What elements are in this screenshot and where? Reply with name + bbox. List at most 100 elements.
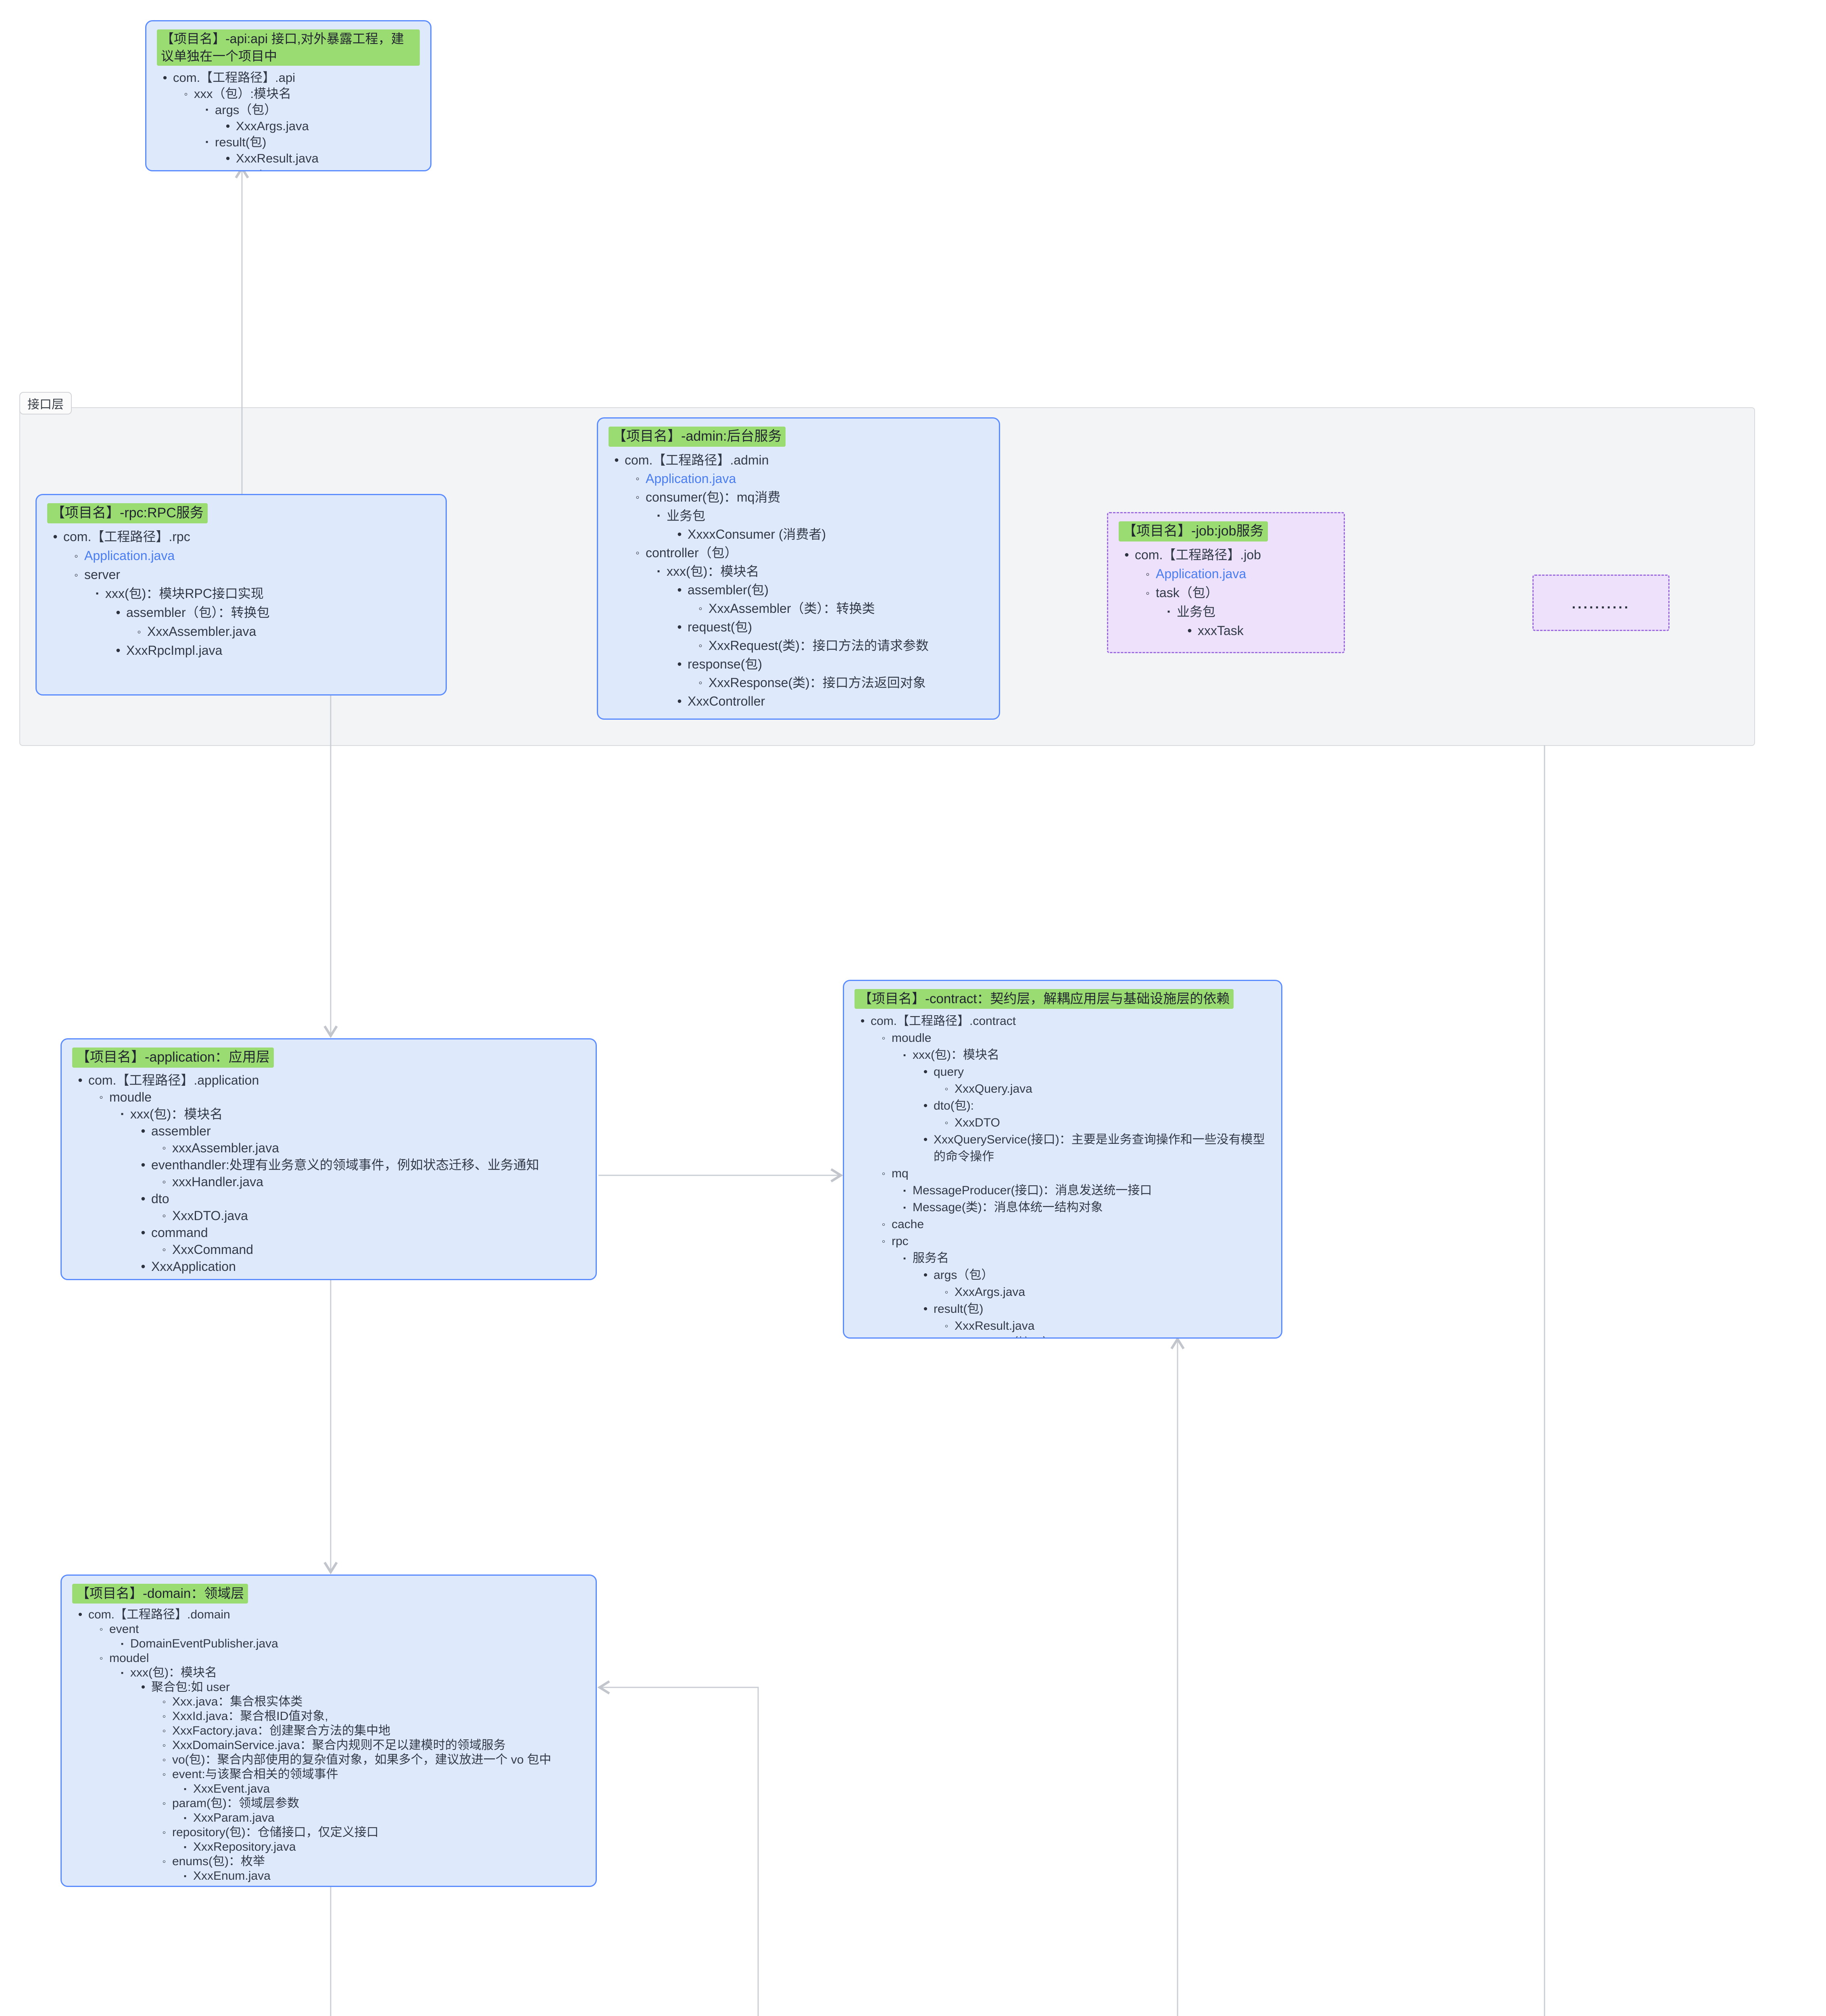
bullet-icon: ◦ (99, 1652, 103, 1664)
bullet-icon: ◦ (698, 602, 702, 614)
tree-item-label: moudle (109, 1089, 152, 1104)
tree-item-label: moudle (892, 1031, 932, 1045)
tree-item-label: dto (151, 1191, 169, 1206)
tree-item-label: moudel (109, 1651, 149, 1665)
tree-item-label: XxxArgs.java (236, 119, 309, 133)
box-application: 【项目名】-application：应用层 •com.【工程路径】.applic… (60, 1038, 597, 1280)
tree-item-label: XxxId.java：聚合根ID值对象, (172, 1709, 328, 1723)
tree-item-label: request(包) (688, 619, 752, 634)
tree-item: •dto(包): (855, 1098, 1271, 1114)
tree-item-label: com.【工程路径】.api (173, 71, 296, 85)
tree-item-label: vo(包)：聚合内部使用的复杂值对象，如果多个，建议放进一个 vo 包中 (172, 1753, 552, 1766)
tree-item: ◦vo(包)：聚合内部使用的复杂值对象，如果多个，建议放进一个 vo 包中 (72, 1753, 585, 1767)
bullet-icon: ▪ (205, 106, 208, 115)
tree-item: ◦Application.java (609, 469, 988, 488)
tree-item: •com.【工程路径】.rpc (47, 527, 435, 546)
tree-item-label: com.【工程路径】.application (88, 1073, 259, 1087)
bullet-icon: ◦ (74, 568, 78, 581)
tree-item: • XxxRpcImpl.java (47, 641, 435, 660)
tree-item: ◦event:与该聚合相关的领域事件 (72, 1767, 585, 1782)
tree-item-label: XxxxConsumer (消费者) (688, 527, 826, 541)
tree-item-label: dto(包): (934, 1099, 974, 1112)
box-title: 【项目名】-contract：契约层，解耦应用层与基础设施层的依赖 (855, 989, 1234, 1009)
tree-item: •args（包） (855, 1267, 1271, 1284)
tree-item: ◦XxxArgs.java (855, 1284, 1271, 1301)
bullet-icon: ◦ (1146, 586, 1150, 599)
bullet-icon: ◦ (882, 1235, 886, 1247)
bullet-icon: ◦ (944, 1083, 948, 1095)
bullet-icon: ◦ (162, 1141, 166, 1154)
tree-item: ◦XxxFactory.java：创建聚合方法的集中地 (72, 1724, 585, 1738)
bullet-icon: ◦ (162, 1856, 166, 1867)
bullet-icon: ▪ (1167, 607, 1170, 616)
tree-item: ◦param(包)：领域层参数 (72, 1796, 585, 1811)
tree-item: ◦ XxxId.java：聚合根ID值对象, (72, 1709, 585, 1724)
tree-item-label: XxxCommand (172, 1242, 253, 1257)
bullet-icon: ◦ (162, 1710, 166, 1722)
bullet-icon: • (163, 71, 167, 85)
tree-item-label: 聚合包:如 user (151, 1680, 230, 1694)
box-title: 【项目名】-rpc:RPC服务 (47, 503, 208, 523)
bullet-icon: ◦ (162, 1797, 166, 1809)
tree-item-label: event (109, 1622, 139, 1636)
tree-item: ◦consumer(包)：mq消费 (609, 488, 988, 506)
tree-item-label: xxxRpc.java (215, 167, 420, 170)
bullet-icon: • (923, 1133, 928, 1146)
tree-item: ◦ task（包） (1119, 583, 1333, 602)
tree-item-label: XxxRpcImpl.java (126, 643, 223, 658)
tree-list: •com.【工程路径】.rpc◦Application.java◦server▪… (47, 527, 435, 660)
bullet-icon: ◦ (636, 546, 640, 559)
tree-item: ◦event (72, 1622, 585, 1637)
tree-item-label: Xxx.java：集合根实体类 (172, 1695, 303, 1708)
bullet-icon: ▪ (657, 511, 660, 520)
tree-item-label: server (84, 567, 120, 582)
tree-item: ▪ 业务包 (609, 506, 988, 525)
tree-item: •response(包) (609, 655, 988, 673)
tree-item: • request(包) (609, 618, 988, 636)
tree-item: •xxxTask (1119, 621, 1333, 640)
bullet-icon: • (923, 1302, 928, 1316)
tree-item-label: XxxResult.java (236, 151, 319, 166)
bullet-icon: ▪ (121, 1109, 124, 1118)
tree-list: •com.【工程路径】.api◦xxx（包）:模块名▪args（包）•XxxAr… (157, 70, 420, 170)
tree-item-label: XxxAssembler.java (147, 624, 256, 639)
bullet-icon: ◦ (944, 1286, 948, 1298)
tree-item-label: XxxRpcClient（接口） (934, 1335, 1271, 1337)
arrow-infra-to-domain (597, 1680, 759, 2016)
tree-item: ▪服务名 (855, 1250, 1271, 1267)
box-domain: 【项目名】-domain：领域层 •com.【工程路径】.domain◦even… (60, 1574, 597, 1887)
tree-item-label: xxx（包）:模块名 (194, 87, 292, 101)
tree-item-label: mq (892, 1166, 909, 1180)
tree-item: ◦XxxDomainService.java：聚合内规则不足以建模时的领域服务 (72, 1738, 585, 1753)
tree-item-label: XxxQuery.java (955, 1082, 1032, 1095)
bullet-icon: ▪ (183, 1871, 187, 1880)
tree-item: ▪MessageProducer(接口)：消息发送统一接口 (855, 1182, 1271, 1199)
bullet-icon: • (78, 1608, 83, 1621)
bullet-icon: • (677, 619, 682, 634)
bullet-icon: • (141, 1259, 146, 1274)
tree-item: •com.【工程路径】.contract (855, 1013, 1271, 1030)
tree-item: •XxxApplication (72, 1258, 585, 1275)
tree-item-label: 业务包 (667, 508, 706, 523)
tree-item: • com.【工程路径】.api (157, 70, 420, 86)
tree-item-label: Application.java (84, 548, 175, 563)
tree-item: ▪xxxRpc.java (157, 167, 420, 170)
bullet-icon: ◦ (162, 1725, 166, 1737)
tree-item-label: 业务包 (1177, 604, 1216, 619)
tree-item: ◦Xxx.java：集合根实体类 (72, 1695, 585, 1709)
tree-item: ◦XxxDTO.java (72, 1207, 585, 1224)
bullet-icon: • (116, 643, 121, 658)
tree-item-label: XxxDTO (955, 1116, 1000, 1129)
bullet-icon: ◦ (162, 1768, 166, 1780)
bullet-icon: • (1187, 623, 1192, 638)
bullet-icon: • (917, 1335, 934, 1337)
tree-list: •com.【工程路径】.domain◦event▪DomainEventPubl… (72, 1608, 585, 1883)
tree-item-label: XxxResponse(类)：接口方法返回对象 (709, 675, 926, 690)
tree-item-label: XxxParam.java (193, 1811, 275, 1824)
bullet-icon: ▪ (903, 1186, 906, 1195)
tree-item: •com.【工程路径】.domain (72, 1608, 585, 1622)
tree-item: •command (72, 1224, 585, 1241)
tree-item: •result(包) (855, 1301, 1271, 1318)
tree-item-label: task（包） (1156, 585, 1218, 600)
